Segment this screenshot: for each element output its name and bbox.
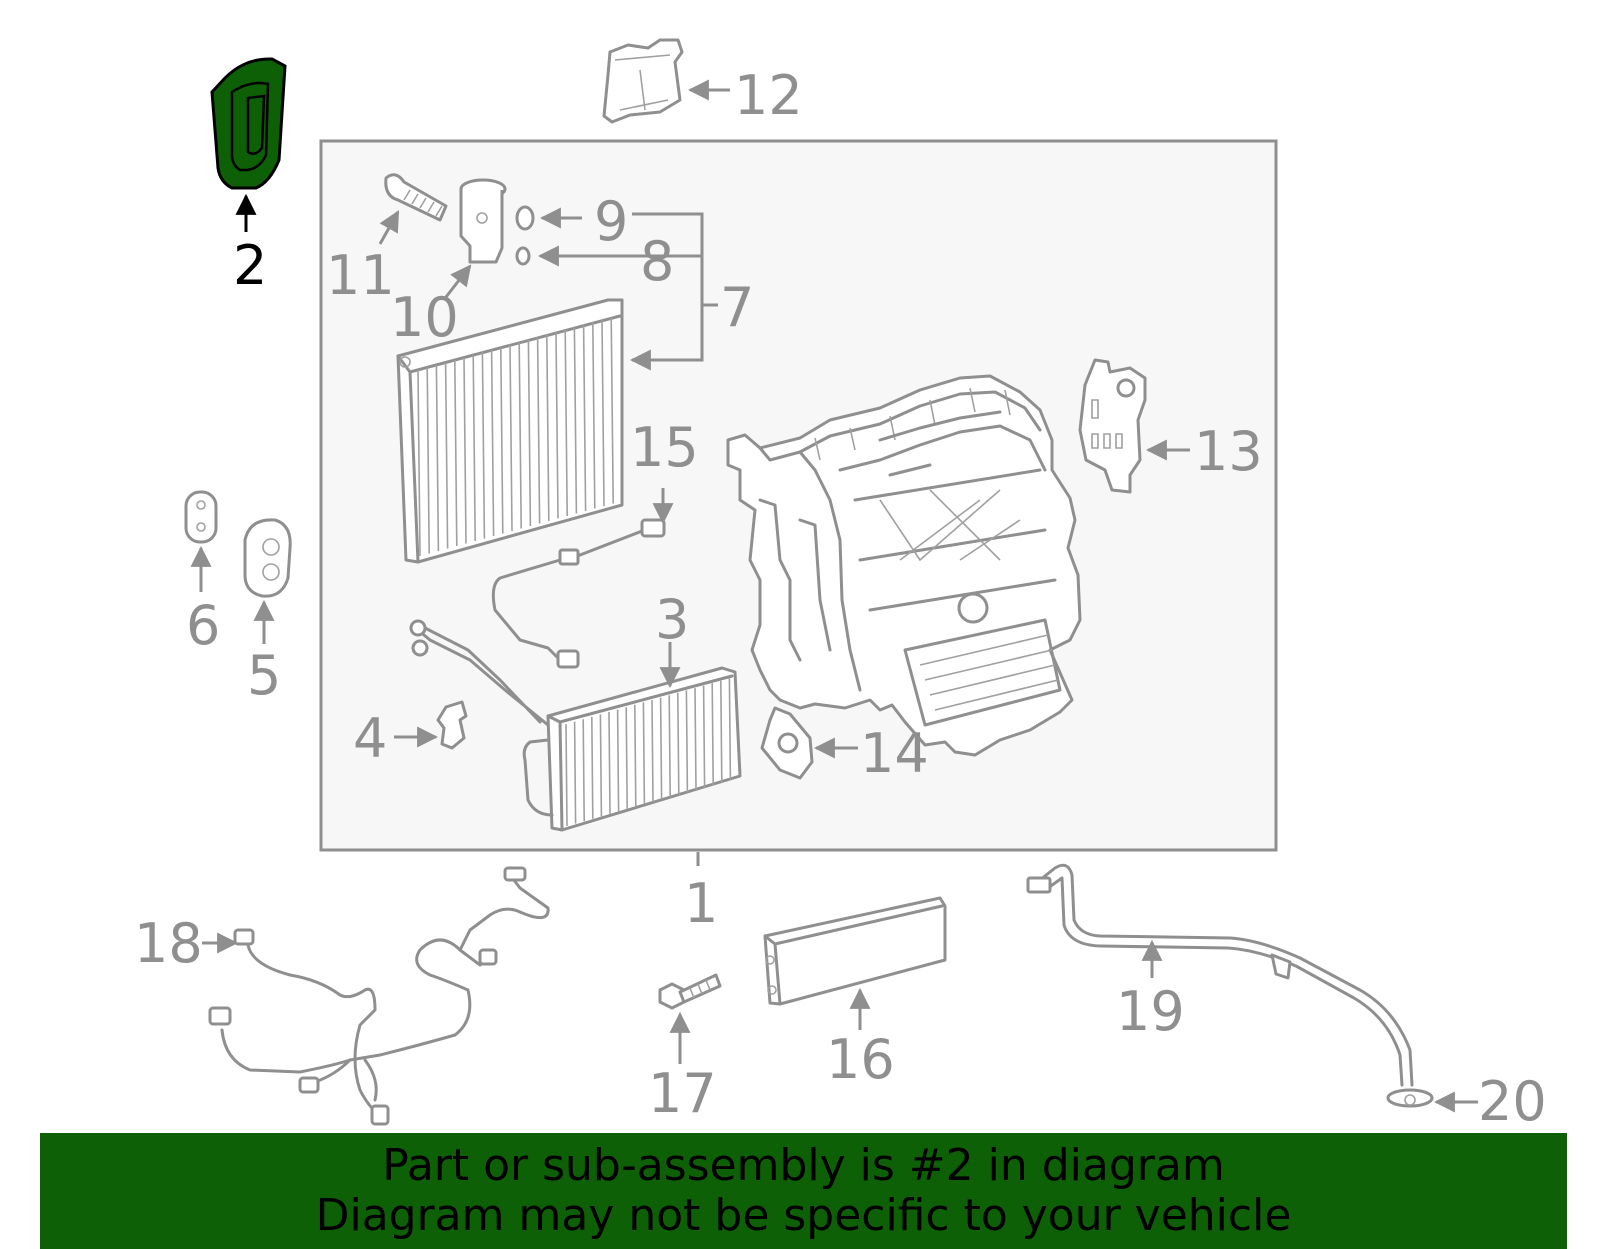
part-8-oring: [515, 246, 531, 266]
part-11-bolt: [384, 173, 448, 222]
evaporator-fin: [444, 362, 449, 549]
evaporator-fin: [601, 319, 605, 507]
heater-core-fin: [728, 678, 732, 781]
heater-core-fin: [608, 711, 611, 815]
callout-11: 11: [326, 244, 395, 307]
part-5-grommet: [243, 518, 292, 598]
heater-core-fin: [720, 680, 723, 783]
heater-core-fin: [711, 683, 714, 786]
callout-6: 6: [186, 594, 220, 657]
heater-core-fin: [694, 687, 697, 791]
part-20-clamp: [1386, 1088, 1434, 1108]
evaporator-fin: [417, 369, 421, 557]
heater-core-fin: [565, 723, 568, 827]
evaporator-fin: [490, 349, 495, 537]
evaporator-fin: [435, 364, 440, 552]
callout-18: 18: [134, 912, 203, 975]
callout-20: 20: [1478, 1070, 1547, 1133]
arrow-10: [444, 264, 472, 298]
part-12-module: [602, 38, 684, 124]
callout-5: 5: [247, 644, 281, 707]
evaporator-fin: [509, 344, 513, 532]
part-14-actuator: [760, 706, 814, 780]
evaporator-fin: [536, 337, 541, 524]
heater-core-fin: [651, 699, 654, 803]
heater-core-fin: [582, 719, 585, 822]
callout-9: 9: [594, 190, 628, 253]
part-10-valve: [459, 178, 507, 264]
banner-line-2: Diagram may not be specific to your vehi…: [315, 1190, 1292, 1241]
part-18-harness: [208, 866, 550, 1126]
evaporator-fin: [426, 367, 430, 554]
evaporator-fin: [472, 354, 476, 542]
evaporator-fin: [546, 334, 550, 522]
heater-core-fin: [659, 697, 663, 800]
callout-19: 19: [1116, 980, 1185, 1043]
part-17-bolt: [658, 973, 722, 1010]
banner-line-1: Part or sub-assembly is #2 in diagram: [382, 1140, 1225, 1191]
arrow-11: [378, 210, 400, 245]
hvac-case: [726, 374, 1082, 757]
callout-16: 16: [826, 1028, 895, 1091]
part-19-hose: [1026, 863, 1414, 1087]
heater-core-fin: [616, 709, 620, 812]
part-3-heater-core: [409, 619, 742, 832]
evaporator-fin: [610, 317, 614, 504]
part-13-bracket: [1078, 358, 1147, 494]
heater-core-fin: [642, 702, 646, 805]
info-banner: Part or sub-assembly is #2 in diagram Di…: [40, 1133, 1567, 1249]
callout-17: 17: [648, 1062, 717, 1125]
evaporator-fin: [500, 347, 504, 534]
evaporator-fin: [555, 332, 559, 519]
evaporator-fin: [573, 327, 578, 514]
evaporator-fin: [527, 339, 532, 527]
evaporator-fin: [592, 322, 596, 509]
evaporator-fin: [481, 352, 486, 539]
evaporator-fin: [518, 342, 522, 529]
heater-core-fin: [685, 690, 689, 793]
heater-core-fin: [677, 692, 680, 795]
evaporator-fin: [564, 329, 568, 517]
callout-4: 4: [353, 707, 387, 770]
callout-2[interactable]: 2: [233, 234, 267, 297]
callout-3: 3: [655, 588, 689, 651]
callout-14: 14: [860, 722, 929, 785]
heater-core-fin: [625, 707, 628, 810]
callout-13: 13: [1194, 420, 1263, 483]
evaporator-fin: [582, 324, 587, 512]
evaporator-fin: [454, 359, 458, 547]
part-2-highlighted[interactable]: [210, 57, 287, 190]
callout-8: 8: [640, 230, 674, 293]
heater-core-fin: [702, 685, 706, 788]
callout-15: 15: [630, 416, 699, 479]
heater-core-fin: [668, 695, 671, 798]
part-16-filter: [763, 896, 947, 1006]
callout-1: 1: [684, 872, 718, 935]
part-9-oring: [515, 205, 535, 231]
heater-core-fin: [634, 704, 637, 807]
heater-core-fin: [591, 716, 594, 819]
callout-7: 7: [720, 276, 754, 339]
part-6-grommet: [184, 490, 218, 544]
heater-core-fin: [573, 721, 577, 824]
part-4-clip: [436, 700, 468, 750]
heater-core-fin: [599, 714, 603, 817]
part-7-evaporator: [396, 298, 624, 564]
callout-12: 12: [734, 64, 803, 127]
callout-10: 10: [390, 286, 459, 349]
evaporator-fin: [463, 357, 467, 544]
